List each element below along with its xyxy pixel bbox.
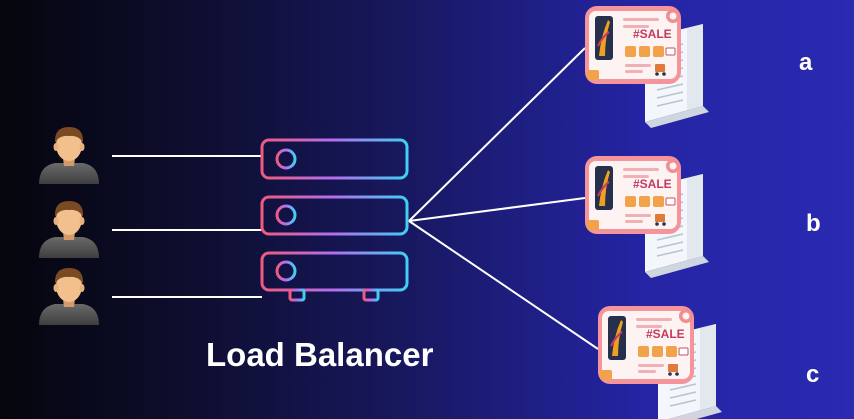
server-label-a: a (799, 49, 813, 76)
server-label-b: b (806, 210, 821, 237)
web-server-icon (597, 305, 723, 419)
server-connection-lines (408, 47, 599, 350)
server-b-connection (408, 197, 586, 222)
web-server-c: #SALE (597, 305, 723, 419)
user-avatar-icon (39, 201, 99, 258)
server-c-connection (408, 220, 599, 350)
web-server-icon (584, 155, 710, 279)
web-server-a: #SALE (584, 5, 710, 129)
user-avatar-icon (39, 127, 99, 184)
sale-tag: #SALE (646, 327, 685, 341)
web-server-b: #SALE (584, 155, 710, 279)
user-avatar-icon (39, 268, 99, 325)
server-label-c: c (806, 361, 820, 388)
sale-tag: #SALE (633, 27, 672, 41)
sale-tag: #SALE (633, 177, 672, 191)
load-balancer-title: Load Balancer (206, 336, 434, 373)
load-balancer-icon (260, 138, 409, 302)
server-a-connection (408, 47, 586, 222)
web-server-icon (584, 5, 710, 129)
user-connection-lines (112, 155, 262, 298)
